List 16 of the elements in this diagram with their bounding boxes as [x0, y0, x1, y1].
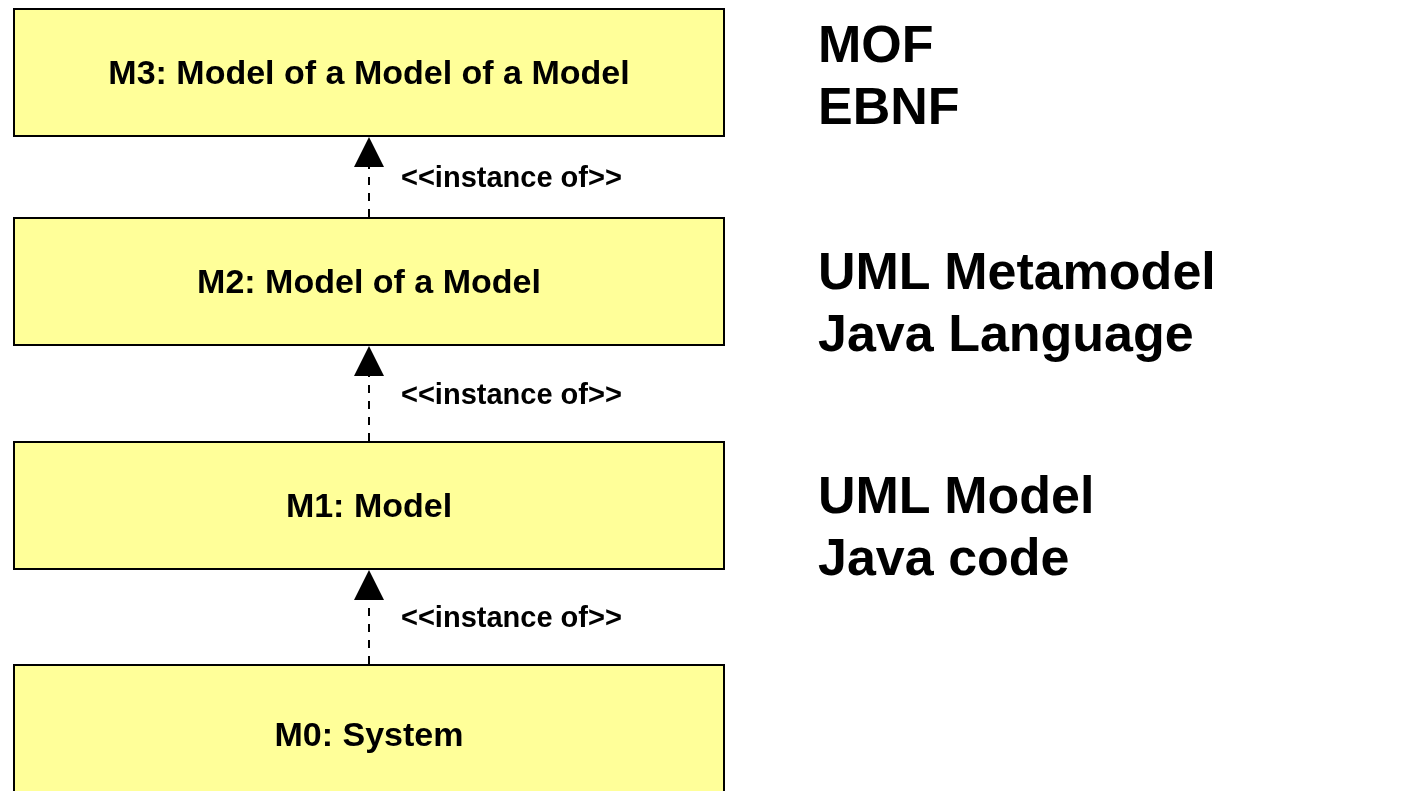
- process-box: [13, 217, 725, 346]
- level-label: EBNF: [818, 80, 960, 132]
- arrow: [354, 136, 384, 218]
- arrow: [354, 569, 384, 665]
- process-box: [13, 441, 725, 570]
- box-label: M0: System: [274, 714, 464, 754]
- process-box: [13, 664, 725, 791]
- level-label: Java code: [818, 531, 1070, 583]
- process-box: [13, 8, 725, 137]
- box-label: M3: Model of a Model of a Model: [108, 53, 630, 92]
- arrow: [354, 345, 384, 442]
- level-label: MOF: [818, 18, 934, 70]
- box-label: M2: Model of a Model: [197, 262, 541, 301]
- level-label: UML Metamodel: [818, 245, 1216, 297]
- level-label: UML Model: [818, 469, 1095, 521]
- box-label: M1: Model: [285, 486, 453, 525]
